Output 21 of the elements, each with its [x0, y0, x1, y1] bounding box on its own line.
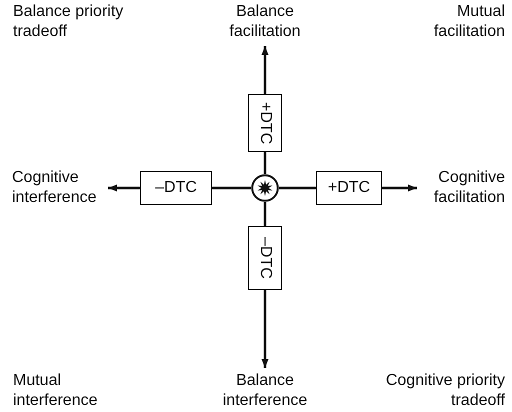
outcome-label: Cognitive facilitation — [417, 168, 505, 208]
quadrant-label: Balance priority tradeoff — [13, 2, 124, 42]
connector-line — [212, 186, 251, 190]
connector-line — [264, 202, 266, 226]
factor-box: –DTC — [140, 171, 212, 205]
arrow — [262, 46, 268, 94]
connector-line — [264, 152, 266, 174]
outcome-label: Balance facilitation — [227, 2, 303, 46]
factor-box: +DTC — [316, 171, 382, 205]
arrow — [262, 290, 268, 368]
factor-box: +DTC — [248, 94, 282, 152]
factor-box: –DTC — [248, 226, 282, 290]
outcome-label: Cognitive interference — [12, 168, 108, 208]
arrow — [382, 184, 417, 192]
outcome-label: Balance interference — [221, 368, 309, 411]
quadrant-label: Mutual interference — [13, 371, 98, 411]
arrow — [108, 184, 140, 192]
starburst-icon — [251, 174, 279, 202]
quadrant-label: Mutual facilitation — [432, 2, 505, 42]
connector-line — [279, 186, 316, 190]
quadrant-label: Cognitive priority tradeoff — [384, 371, 505, 411]
